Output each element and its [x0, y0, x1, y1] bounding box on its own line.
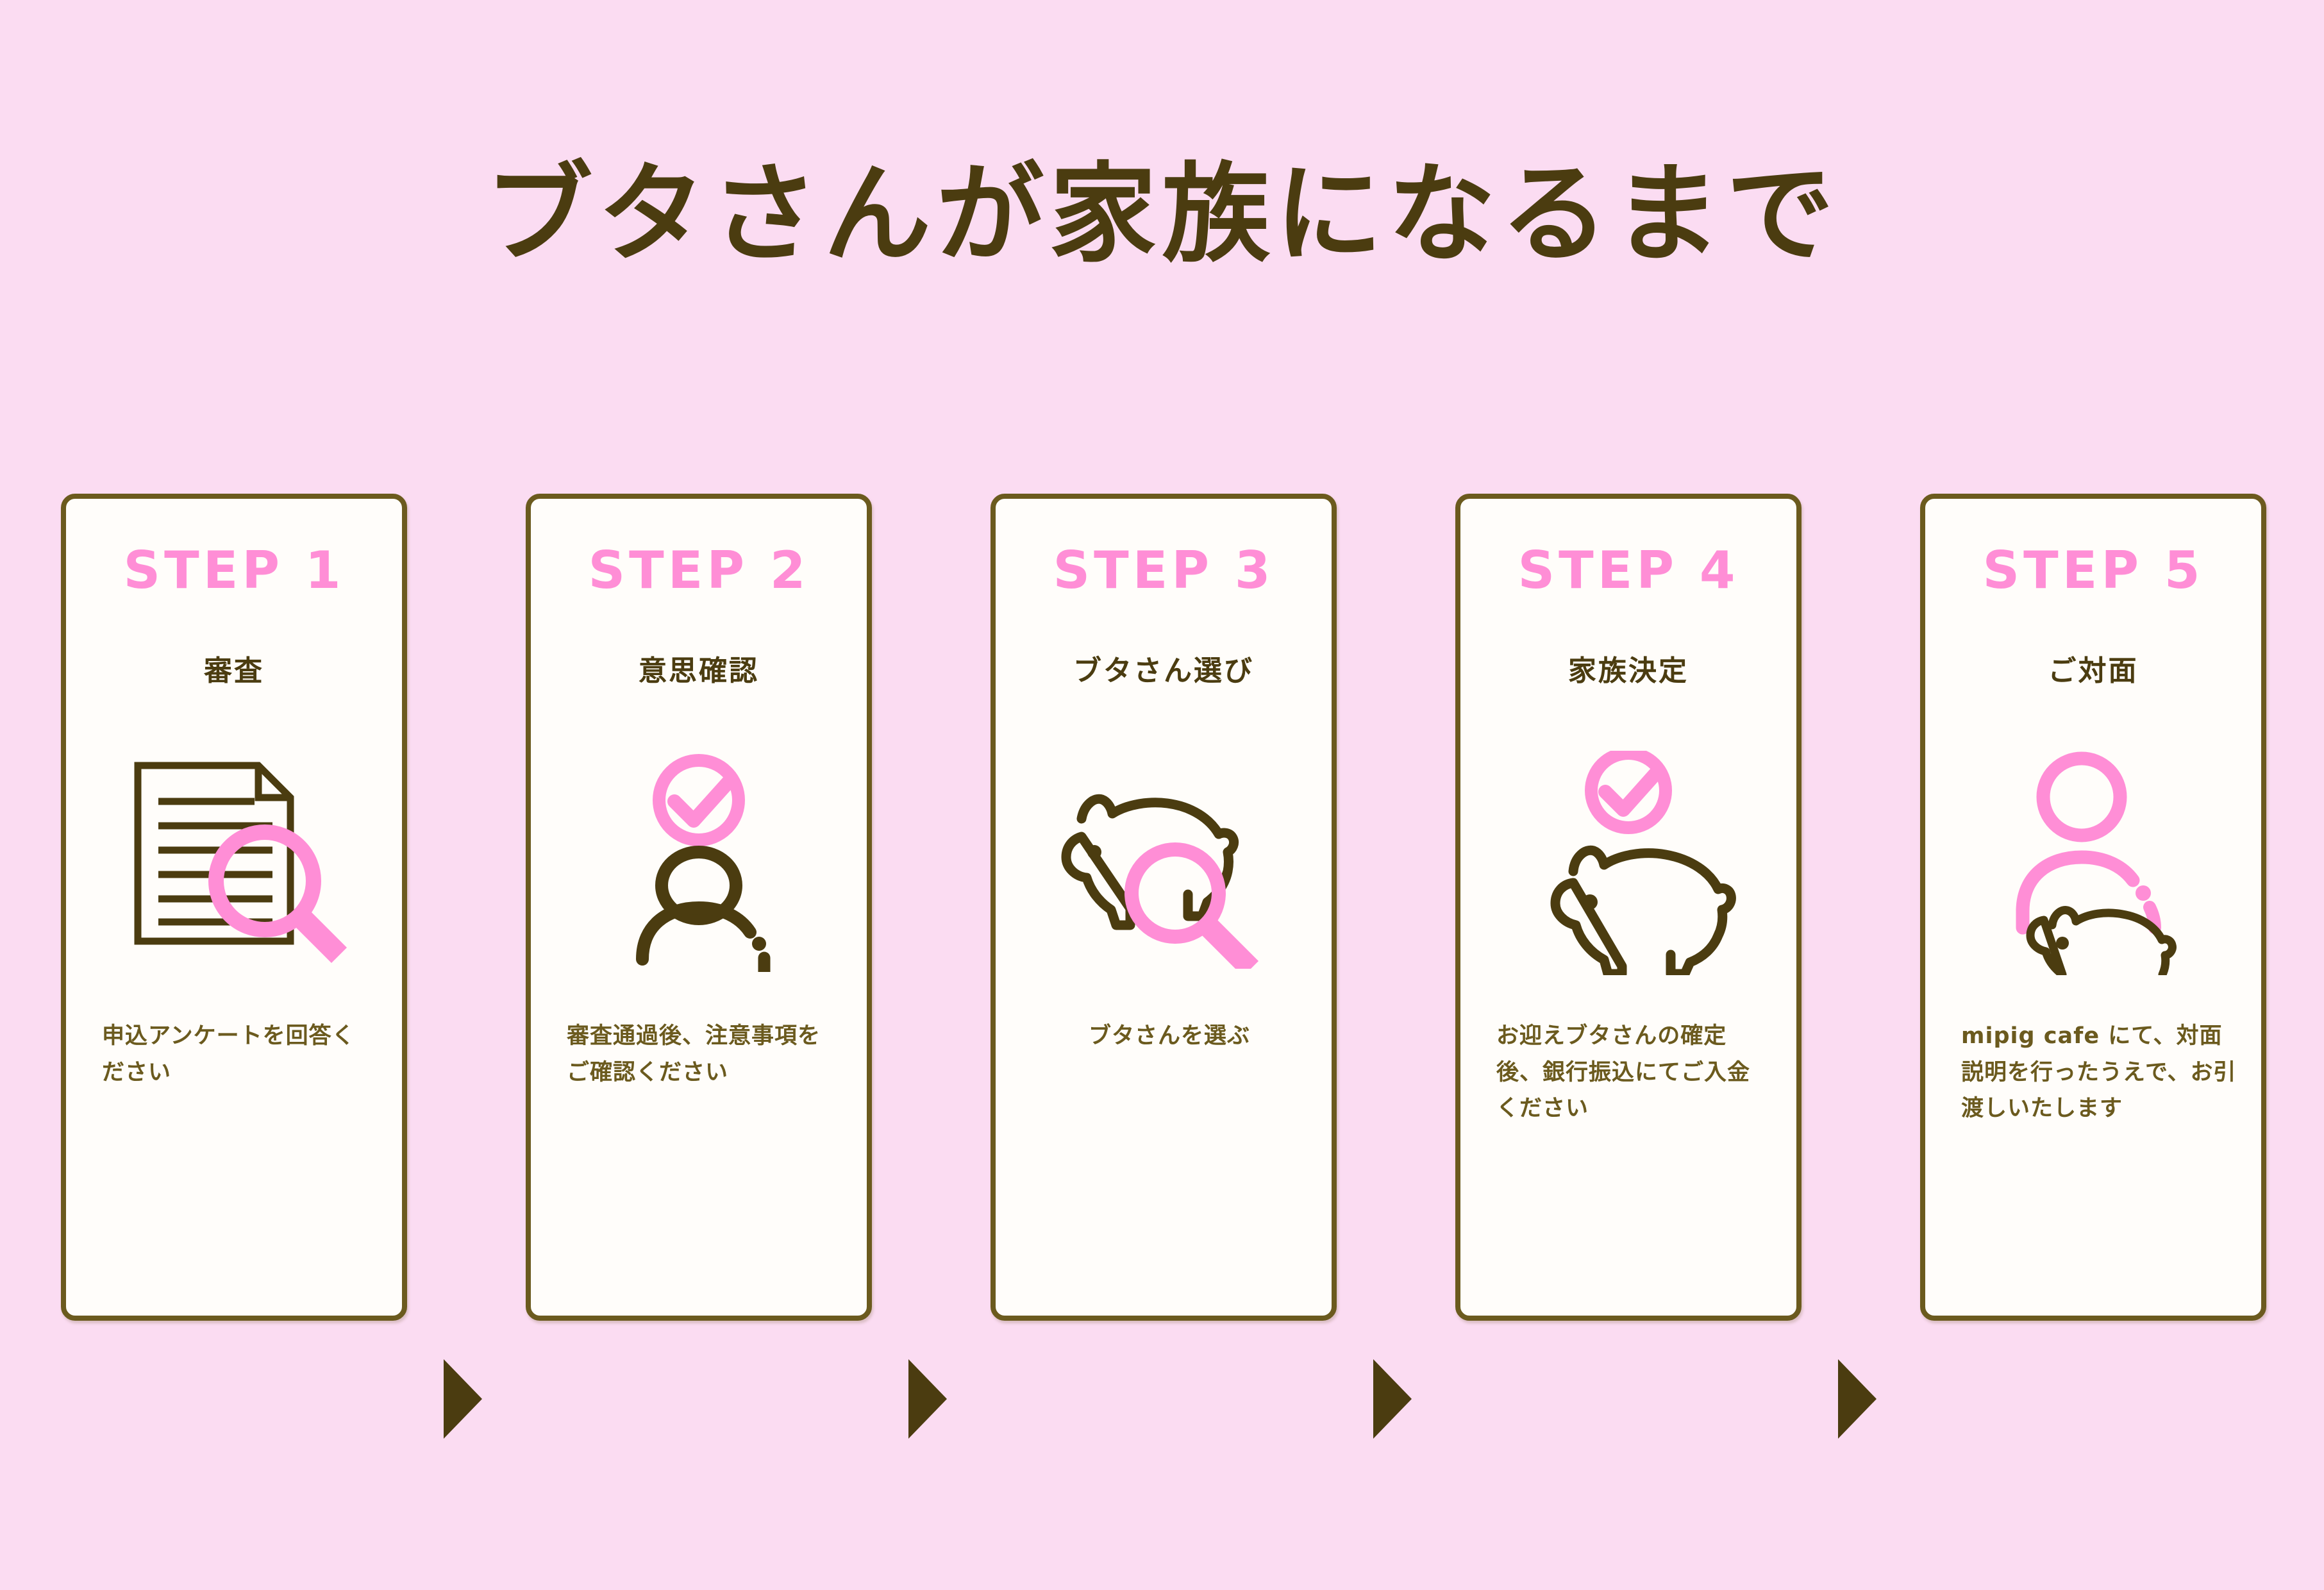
step-icon-2	[531, 742, 867, 986]
step-subtitle-2: 意思確認	[639, 655, 759, 687]
person-pig-icon	[1991, 751, 2196, 978]
step-icon-1	[66, 742, 402, 986]
step-body-1: 申込アンケートを回答ください	[102, 1023, 355, 1085]
step-subtitle-4: 家族決定	[1568, 655, 1689, 687]
step-subtitle-3: ブタさん選び	[1073, 655, 1254, 687]
step-body-4: お迎えブタさんの確定後、銀行振込にてご入金ください	[1496, 1023, 1751, 1122]
step-card-5[interactable]: STEP 5 ご対面 mipig cafe にて、対面説明を行ったうえで、お引渡…	[1920, 494, 2266, 1321]
step-label-1: STEP 1	[123, 540, 345, 600]
step-icon-4	[1460, 742, 1796, 986]
step-icon-5	[1925, 742, 2261, 986]
document-magnifier-icon	[119, 754, 349, 975]
arrow-icon-2	[908, 1359, 947, 1439]
step-subtitle-5: ご対面	[2048, 655, 2139, 687]
step-card-2[interactable]: STEP 2 意思確認 審査通過後、注意事項をご確認ください	[526, 494, 872, 1321]
step-subtitle-1: 審査	[204, 655, 264, 687]
person-check-icon	[603, 753, 795, 980]
step-body-3: ブタさんを選ぶ	[1088, 1023, 1250, 1049]
step-label-5: STEP 5	[1982, 540, 2204, 600]
step-body-2: 審査通過後、注意事項をご確認ください	[567, 1023, 821, 1085]
arrow-icon-1	[444, 1359, 482, 1439]
step-card-3[interactable]: STEP 3 ブタさん選び ブタさんを選ぶ	[991, 494, 1337, 1321]
steps-row: STEP 1 審査	[0, 494, 2324, 1439]
step-label-2: STEP 2	[588, 540, 810, 600]
step-body-5: mipig cafe にて、対面説明を行ったうえで、お引渡しいたします	[1961, 1023, 2237, 1122]
step-card-1[interactable]: STEP 1 審査	[61, 494, 407, 1321]
step-icon-3	[996, 742, 1332, 986]
step-label-3: STEP 3	[1053, 540, 1275, 600]
arrow-icon-3	[1373, 1359, 1412, 1439]
arrow-icon-4	[1838, 1359, 1877, 1439]
step-label-4: STEP 4	[1517, 540, 1739, 600]
pig-magnifier-icon	[1035, 757, 1292, 976]
pig-check-icon	[1519, 746, 1737, 978]
page-title: ブタさんが家族になるまで	[485, 151, 1839, 277]
step-card-4[interactable]: STEP 4 家族決定 お迎えブタさんの確定後、銀行振込にてご入金ください	[1455, 494, 1802, 1321]
